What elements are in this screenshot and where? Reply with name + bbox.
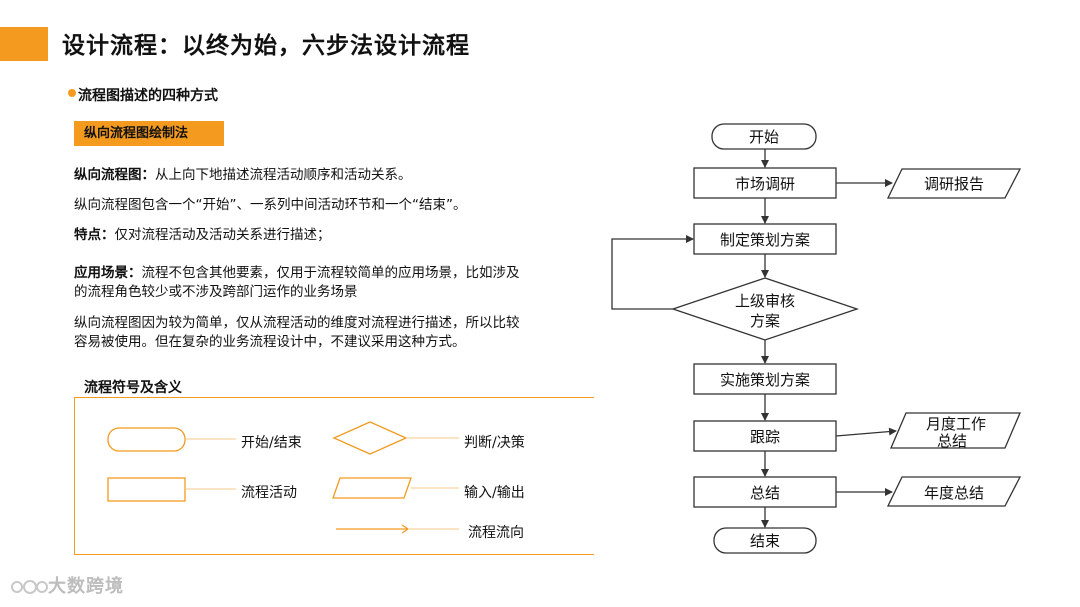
node-monthly-summary [890,412,1021,449]
decision-symbol-icon [332,421,408,455]
legend-label-decision: 判断/决策 [464,435,525,451]
para-bold: 特点： [74,227,115,243]
para-text: 纵向流程图包含一个“开始”、一系列中间活动环节和一个“结束”。 [74,197,467,213]
watermark: 大数跨境 [10,572,124,598]
label-start: 开始 [749,128,779,146]
label-implement: 实施策划方案 [720,371,810,389]
process-symbol-icon [107,477,186,502]
label-make-plan: 制定策划方案 [720,231,810,249]
para-text: 仅对流程活动及活动关系进行描述； [114,227,331,243]
legend-box: 开始/结束 判断/决策 流程活动 输入/输出 流程流向 [74,397,594,555]
terminator-symbol-icon [107,427,186,452]
para-bold: 纵向流程图： [74,167,155,183]
label-research-report: 调研报告 [924,175,984,193]
label-review-line2: 方案 [750,312,780,330]
subtitle-text: 流程图描述的四种方式 [78,88,218,104]
page-title: 设计流程：以终为始，六步法设计流程 [62,33,470,59]
legend-label-activity: 流程活动 [241,485,297,501]
label-monthly-line1: 月度工作 [926,415,986,433]
label-market-research: 市场调研 [735,175,795,193]
bullet-dot-icon [68,89,76,97]
label-monthly-line2: 总结 [937,432,967,450]
node-research-report [886,168,1022,199]
edge-review-loop [611,235,694,310]
para-text: 从上向下地描述流程活动顺序和活动关系。 [155,167,412,183]
para-text: 纵向流程图因为较为简单，仅从流程活动的维度对流程进行描述，所以比较 [74,315,520,331]
edge-track-monthly [835,427,897,437]
watermark-text: 大数跨境 [48,576,124,597]
para-bold: 应用场景： [74,265,142,281]
legend-symbols [107,421,459,534]
vertical-flowchart: 开始 市场调研 调研报告 制定策划方案 上级审核 方案 实施策划方案 跟踪 月度… [611,123,1022,554]
legend-label-direction: 流程流向 [468,525,524,541]
label-summary: 总结 [750,484,780,502]
section-subtitle: 流程图描述的四种方式 [68,86,248,106]
legend-title: 流程符号及含义 [84,380,182,396]
label-review-line1: 上级审核 [735,292,795,310]
paragraph-features: 特点：仅对流程活动及活动关系进行描述； [74,226,590,245]
node-start [711,123,817,150]
label-track: 跟踪 [750,428,780,446]
legend-label-io: 输入/输出 [464,485,525,501]
paragraph-usage: 纵向流程图因为较为简单，仅从流程活动的维度对流程进行描述，所以比较容易被使用。但… [74,314,590,352]
watermark-logo-icon [11,580,48,594]
para-text-line2: 的流程角色较少或不涉及跨部门运作的业务场景 [74,284,358,300]
node-annual-summary [886,476,1022,507]
label-annual: 年度总结 [924,484,984,502]
io-symbol-icon [332,477,412,499]
legend-label-start-end: 开始/结束 [241,435,302,451]
para-text: 流程不包含其他要素，仅用于流程较简单的应用场景，比如涉及 [141,265,520,281]
paragraph-definition: 纵向流程图：从上向下地描述流程活动顺序和活动关系。 [74,166,590,185]
section-tag: 纵向流程图绘制法 [74,121,224,146]
node-end [713,527,817,554]
label-end: 结束 [750,532,780,550]
para-text-line2: 容易被使用。但在复杂的业务流程设计中，不建议采用这种方式。 [74,334,466,350]
paragraph-composition: 纵向流程图包含一个“开始”、一系列中间活动环节和一个“结束”。 [74,196,590,215]
accent-bar [0,27,48,61]
paragraph-scenarios: 应用场景：流程不包含其他要素，仅用于流程较简单的应用场景，比如涉及的流程角色较少… [74,264,590,302]
